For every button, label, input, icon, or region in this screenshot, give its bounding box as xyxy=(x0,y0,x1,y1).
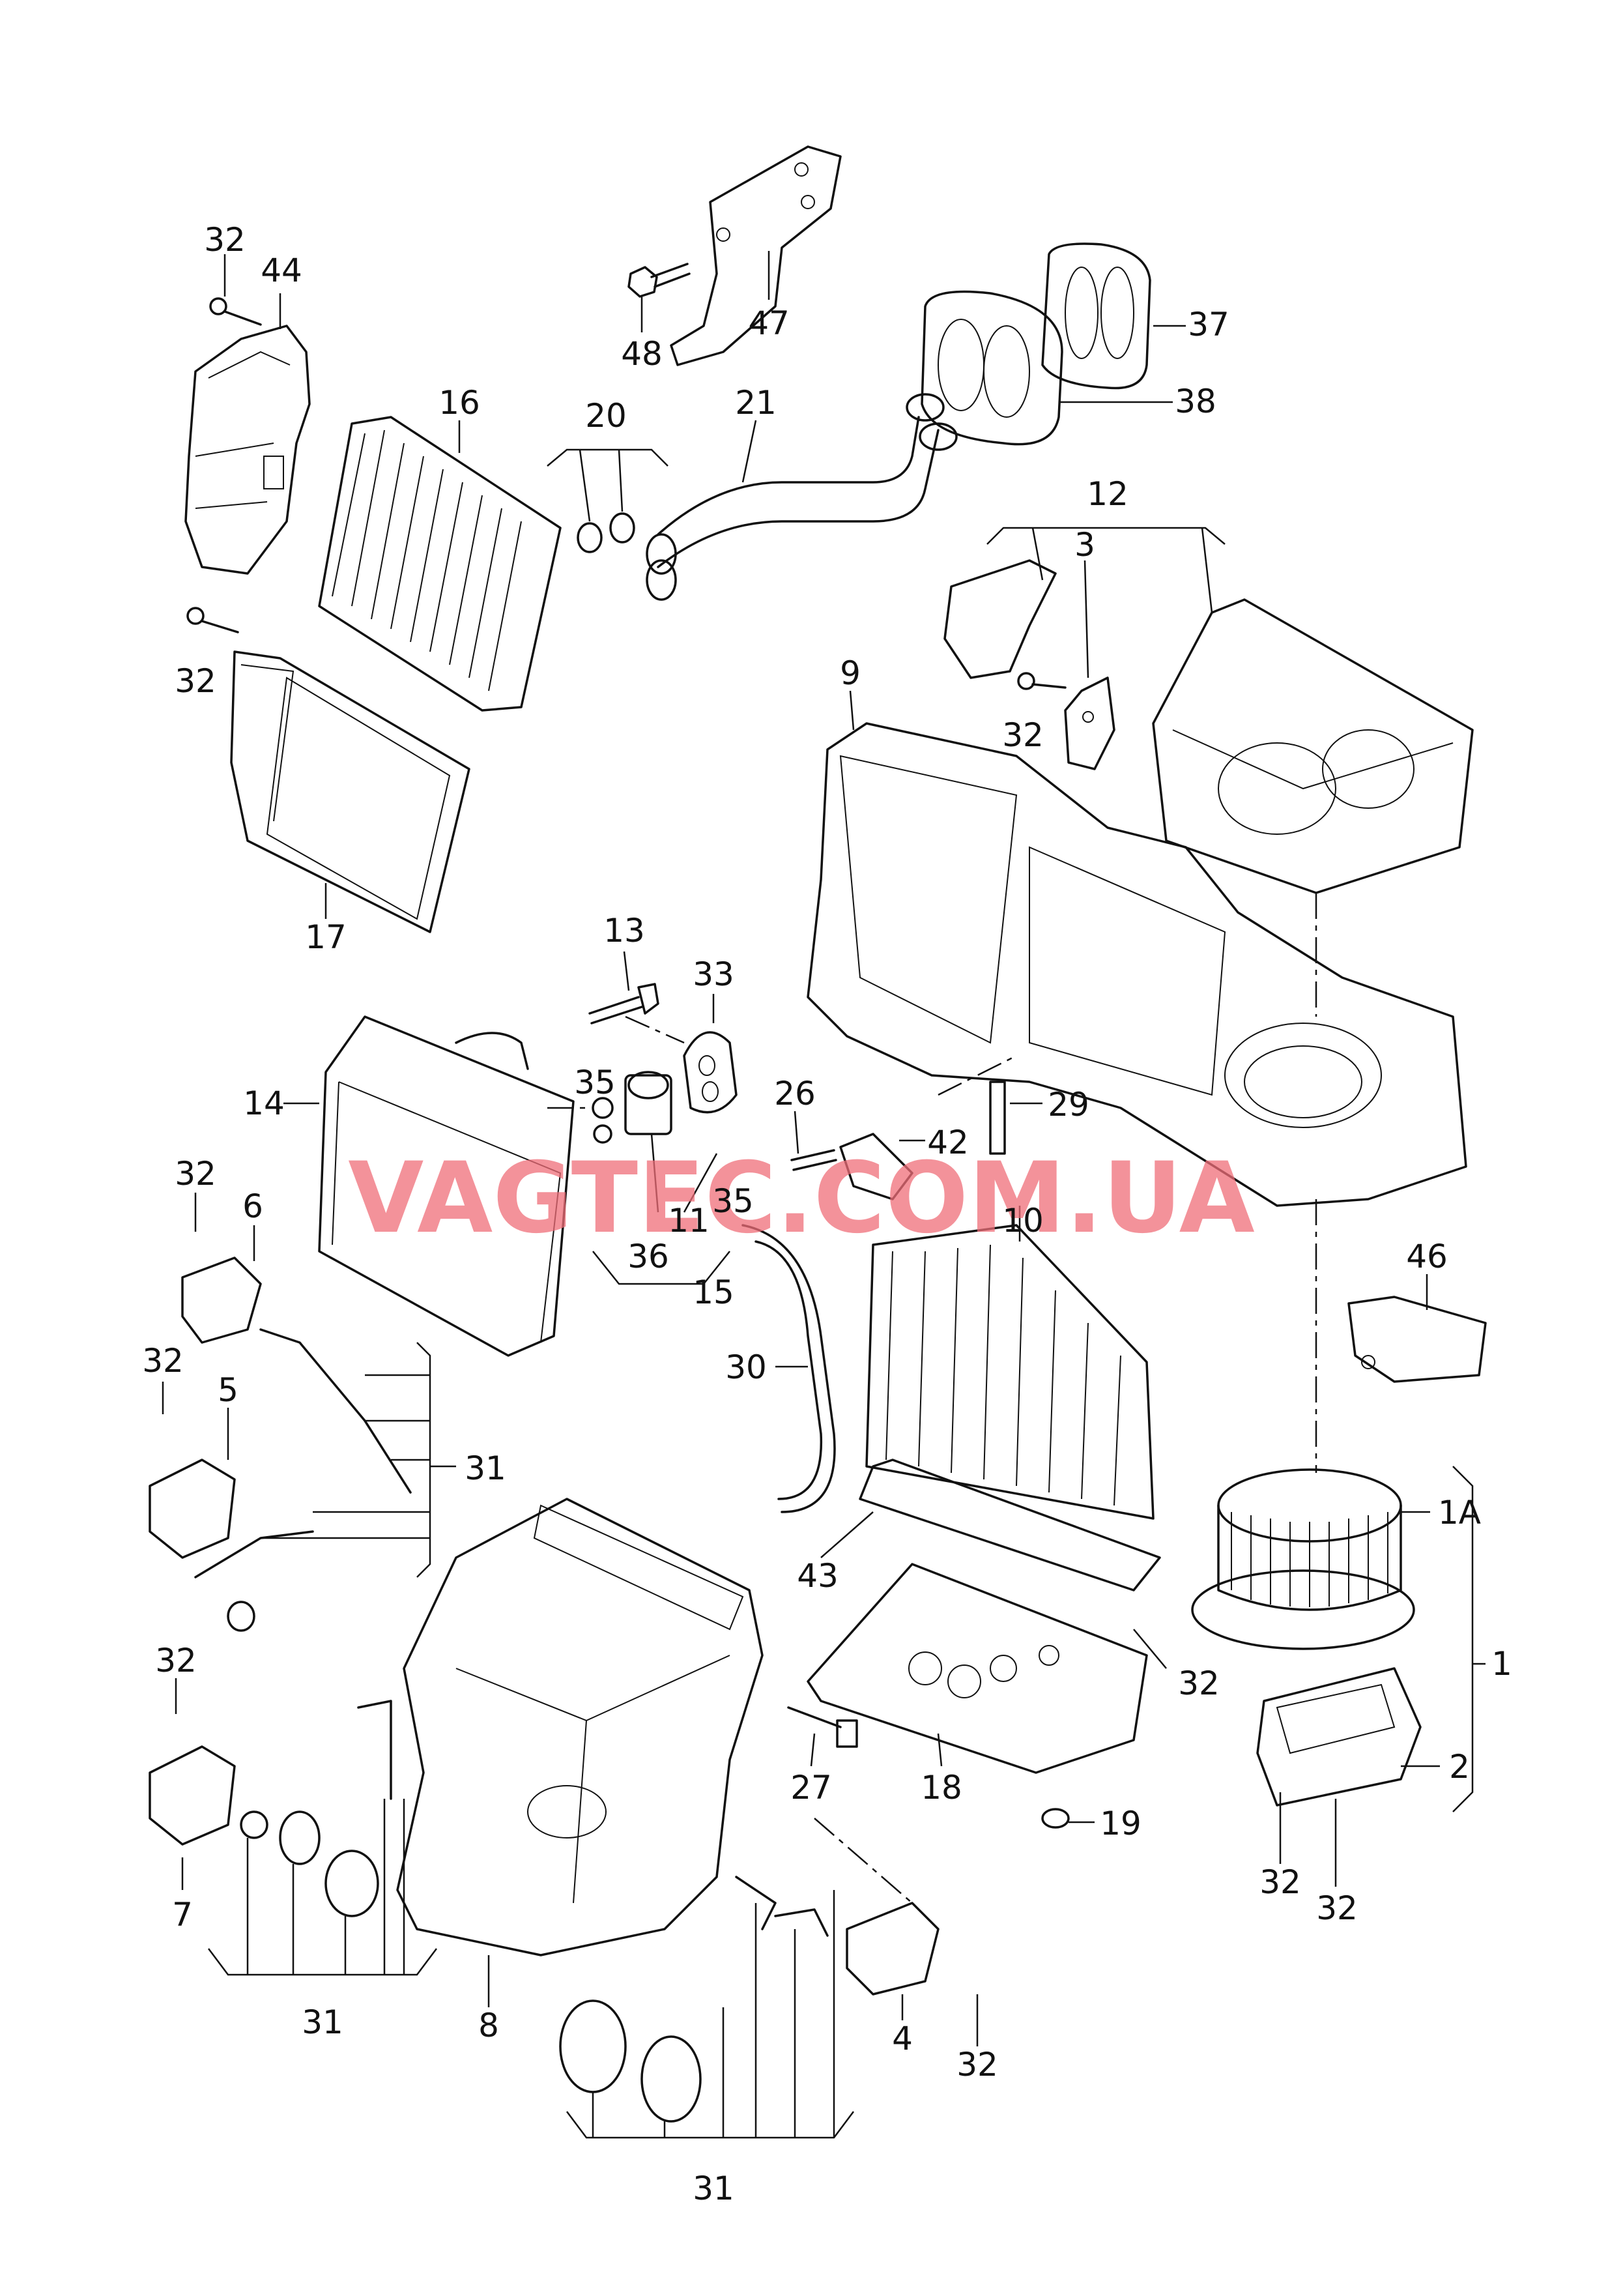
part-16-heat-exchanger xyxy=(318,416,562,712)
part-21-pipes xyxy=(646,393,958,601)
part-9-main-housing xyxy=(807,722,1467,1207)
part-42-sensor xyxy=(839,1133,913,1200)
label-31: 31 xyxy=(302,2003,343,2041)
label-10: 10 xyxy=(1002,1202,1044,1240)
label-48: 48 xyxy=(621,335,663,373)
part-6-actuator xyxy=(181,1257,262,1344)
label-37: 37 xyxy=(1188,306,1229,343)
screw-32-b xyxy=(1017,672,1067,690)
label-44: 44 xyxy=(261,252,302,289)
label-43: 43 xyxy=(797,1557,839,1595)
label-21: 21 xyxy=(735,384,777,422)
part-38-seal xyxy=(921,290,1063,446)
part-37-gasket xyxy=(1041,242,1151,390)
label-32: 32 xyxy=(1178,1664,1220,1702)
label-32: 32 xyxy=(142,1342,184,1380)
part-10-pollen-filter xyxy=(865,1224,1155,1520)
label-32: 32 xyxy=(1002,716,1044,754)
part-11-expansion-valve xyxy=(624,1071,672,1135)
part-12-bracket-small xyxy=(943,559,1057,679)
part-3-actuator xyxy=(1064,676,1115,770)
label-32: 32 xyxy=(155,1642,197,1679)
label-15: 15 xyxy=(693,1273,734,1311)
label-8: 8 xyxy=(478,2007,499,2044)
label-9: 9 xyxy=(840,654,861,692)
label-16: 16 xyxy=(438,384,480,422)
label-19: 19 xyxy=(1100,1805,1142,1842)
label-17: 17 xyxy=(305,918,347,956)
part-12-upper-housing xyxy=(1152,598,1474,894)
screw-32-c xyxy=(186,607,239,633)
bolt-48 xyxy=(627,263,691,298)
label-35: 35 xyxy=(712,1182,754,1220)
label-32: 32 xyxy=(175,662,216,700)
part-17-radiator xyxy=(230,650,470,933)
label-3: 3 xyxy=(1074,526,1095,564)
part-13-bolt xyxy=(588,983,659,1024)
part-29-sensor xyxy=(989,1081,1006,1155)
label-26: 26 xyxy=(774,1075,816,1112)
part-1A-blower-wheel xyxy=(1191,1468,1415,1650)
part-labels: 32 44 47 48 37 38 16 20 21 12 3 32 9 32 … xyxy=(142,221,1512,2207)
part-7-actuator xyxy=(149,1745,236,1846)
label-11: 11 xyxy=(668,1202,710,1240)
part-4-actuator xyxy=(846,1902,940,1996)
screw-32-a xyxy=(209,297,262,326)
part-26-screw xyxy=(790,1149,837,1171)
part-35-o-ring xyxy=(592,1097,614,1119)
label-12: 12 xyxy=(1087,475,1128,513)
label-27: 27 xyxy=(790,1769,832,1807)
part-43-filter-cover xyxy=(859,1459,1161,1591)
part-19-clip xyxy=(1041,1808,1070,1829)
label-20: 20 xyxy=(585,397,627,435)
label-31: 31 xyxy=(465,1449,506,1487)
part-20-o-rings xyxy=(577,512,635,553)
label-32: 32 xyxy=(1316,1889,1358,1927)
part-8-lower-housing xyxy=(396,1498,764,1956)
watermark: VAGTEC.COM.UA xyxy=(348,1142,1254,1255)
label-31: 31 xyxy=(693,2170,734,2207)
part-33-grommet xyxy=(683,1031,738,1114)
label-47: 47 xyxy=(748,304,790,342)
label-5: 5 xyxy=(218,1371,238,1409)
label-1A: 1A xyxy=(1438,1494,1481,1532)
label-29: 29 xyxy=(1048,1086,1089,1124)
label-46: 46 xyxy=(1406,1238,1448,1275)
leader-lines xyxy=(162,251,1486,2139)
label-2: 2 xyxy=(1449,1748,1470,1786)
label-1: 1 xyxy=(1491,1645,1512,1683)
part-18-lower-cover xyxy=(807,1563,1148,1774)
assembly-axes xyxy=(547,893,1317,1904)
part-44-side-cover xyxy=(184,325,311,575)
label-13: 13 xyxy=(603,912,645,950)
part-46-bracket xyxy=(1347,1296,1487,1383)
label-38: 38 xyxy=(1175,383,1216,420)
label-32: 32 xyxy=(175,1155,216,1193)
label-32: 32 xyxy=(1259,1863,1301,1901)
part-14-evaporator xyxy=(318,1015,575,1357)
label-33: 33 xyxy=(693,955,734,993)
label-32: 32 xyxy=(204,221,246,259)
label-42: 42 xyxy=(927,1124,969,1161)
part-2-controller xyxy=(1256,1667,1422,1807)
part-47-bracket xyxy=(670,145,842,366)
label-36: 36 xyxy=(627,1238,669,1275)
label-32: 32 xyxy=(956,2046,998,2084)
label-35: 35 xyxy=(574,1064,616,1101)
label-4: 4 xyxy=(892,2020,913,2057)
part-27-sensor xyxy=(787,1706,858,1748)
label-30: 30 xyxy=(725,1348,767,1386)
label-14: 14 xyxy=(243,1084,285,1122)
part-5-actuator xyxy=(149,1459,236,1559)
label-18: 18 xyxy=(921,1769,962,1807)
label-7: 7 xyxy=(172,1896,193,1934)
part-31-linkages xyxy=(194,1328,829,2123)
part-36-o-ring xyxy=(593,1124,612,1144)
label-6: 6 xyxy=(242,1187,263,1225)
part-30-drain-hose xyxy=(741,1224,836,1513)
